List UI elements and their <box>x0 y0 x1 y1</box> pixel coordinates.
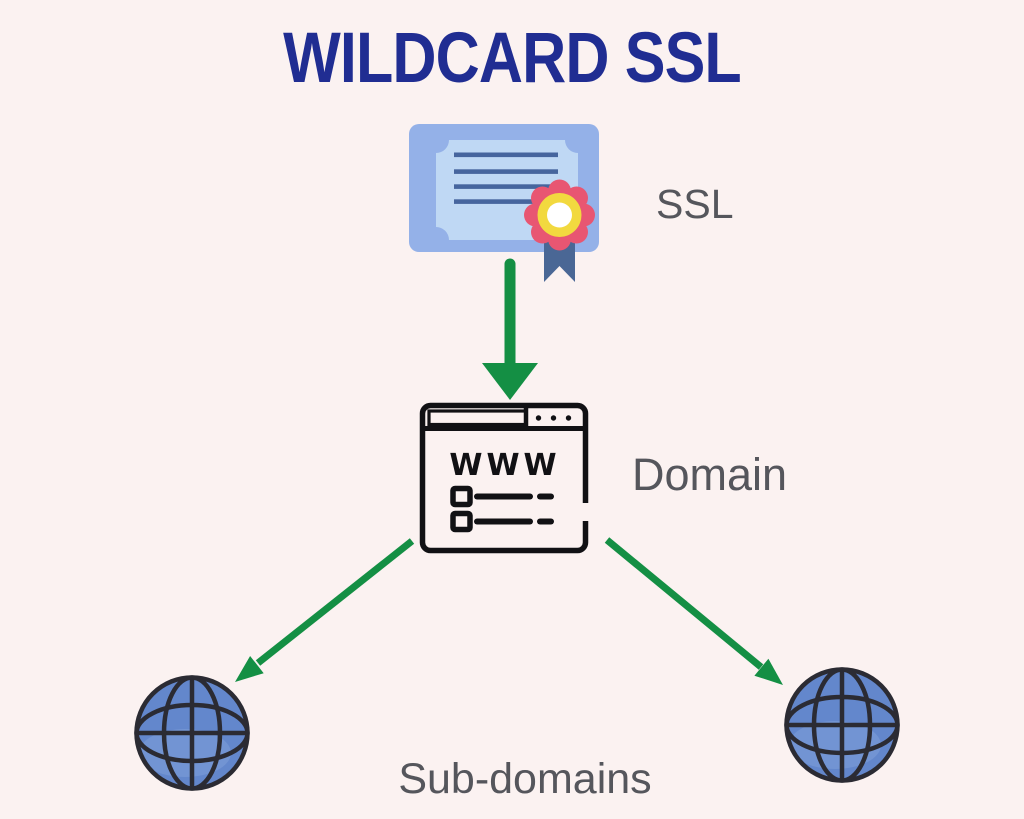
rosette-badge <box>524 179 595 251</box>
subdomains-label: Sub-domains <box>398 755 652 803</box>
list-rows <box>450 485 554 533</box>
globe-left-icon <box>134 675 250 791</box>
ssl-certificate-icon <box>409 124 599 282</box>
globe-right-icon <box>784 667 900 783</box>
www-text: WWW <box>449 448 560 483</box>
domain-browser-icon: WWW <box>419 402 589 554</box>
diagonal-arrow-left-icon <box>235 538 415 682</box>
address-bar <box>427 409 528 427</box>
domain-label: Domain <box>632 449 788 500</box>
menu-dots-icon <box>535 415 572 421</box>
diagonal-arrow-right-icon <box>604 537 783 685</box>
ssl-label: SSL <box>656 181 734 227</box>
page-title: WILDCARD SSL <box>283 19 742 98</box>
down-arrow-icon <box>482 258 538 400</box>
